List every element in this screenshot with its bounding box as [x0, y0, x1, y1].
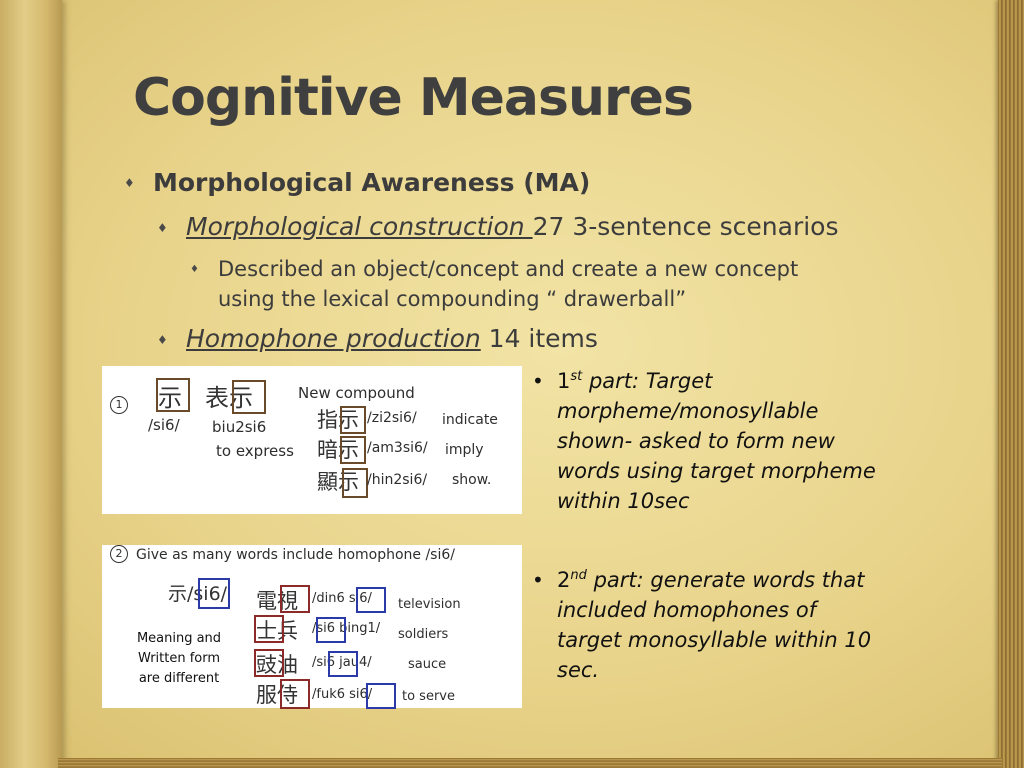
bullet-description: Described an object/concept and create a… — [218, 254, 798, 314]
book-spine — [0, 0, 62, 768]
bullet-dot-icon: • — [532, 369, 544, 393]
meaning-note: Meaning and Written form are different — [136, 631, 222, 686]
highlight-box — [366, 683, 396, 709]
part1-line-2: morpheme/monosyllable — [557, 399, 819, 423]
compound-romanization: /zi2si6/ — [367, 410, 417, 426]
bullet-dot-icon: • — [532, 568, 544, 592]
homophone-heading: Give as many words include homophone /si… — [136, 547, 455, 563]
highlight-box — [254, 615, 284, 643]
page-bottom-edge — [58, 758, 1002, 768]
compound-romanization: /hin2si6/ — [367, 472, 428, 488]
target-syllable: 示/si6/ — [168, 583, 228, 605]
homophone-word: 豉油 — [256, 653, 298, 677]
description-line-2: using the lexical compounding “ drawerba… — [218, 287, 687, 311]
example-word: 表示 — [205, 384, 253, 412]
compound-romanization: /am3si6/ — [367, 440, 428, 456]
part2-line-4: sec. — [557, 658, 600, 682]
highlight-box — [342, 468, 368, 498]
part2-text: • 2nd part: generate words that included… — [532, 565, 871, 685]
bullet-icon: ♦ — [124, 176, 135, 190]
homophone-word: 士兵 — [256, 619, 298, 643]
compound-word: 顯示 — [317, 470, 359, 494]
homophone-gloss: to serve — [402, 689, 455, 704]
part2-line-3: target monosyllable within 10 — [557, 628, 872, 652]
slide-title: Cognitive Measures — [133, 68, 694, 128]
part1-line-5: within 10sec — [557, 489, 690, 513]
highlight-box — [198, 578, 230, 609]
highlight-box — [340, 406, 366, 434]
highlight-box — [316, 617, 346, 643]
homophone-romanization: /si6 bing1/ — [312, 621, 381, 636]
example-number-2: 2 — [110, 545, 128, 563]
compound-gloss: imply — [445, 442, 484, 458]
homophone-production-label: Homophone production — [186, 324, 481, 353]
compound-gloss: show. — [452, 472, 492, 488]
example-number-1: 1 — [110, 396, 128, 414]
homophone-word: 電視 — [256, 589, 298, 613]
part2-line-2: included homophones of — [557, 598, 817, 622]
highlight-box — [280, 679, 310, 709]
homophone-gloss: sauce — [408, 657, 447, 672]
highlight-box — [340, 436, 366, 464]
bullet-icon: ♦ — [190, 264, 199, 275]
example-gloss: to express — [216, 442, 294, 460]
description-line-1: Described an object/concept and create a… — [218, 257, 799, 281]
homophone-gloss: television — [398, 597, 461, 612]
part1-line-3: shown- asked to form new — [557, 429, 835, 453]
homophone-production-example: 2 Give as many words include homophone /… — [102, 545, 522, 709]
compound-word: 指示 — [317, 408, 359, 432]
homophone-gloss: soldiers — [398, 627, 449, 642]
homophone-romanization: /fuk6 si6/ — [312, 687, 373, 702]
morphological-construction-detail: 27 3-sentence scenarios — [532, 212, 839, 241]
page-edge — [998, 0, 1024, 768]
bullet-icon: ♦ — [157, 333, 168, 347]
part2-line-1: 2nd part: generate words that — [557, 568, 865, 592]
morphological-construction-label: Morphological construction — [186, 212, 533, 241]
highlight-box — [328, 651, 358, 677]
part1-text: • 1st part: Target morpheme/monosyllable… — [532, 366, 876, 516]
highlight-box — [232, 380, 266, 414]
target-character: 示 — [158, 384, 182, 412]
homophone-production-detail: 14 items — [480, 324, 598, 353]
highlight-box — [280, 585, 310, 613]
highlight-box — [254, 649, 284, 677]
new-compound-heading: New compound — [298, 384, 415, 402]
compound-gloss: indicate — [442, 412, 498, 428]
part1-line-4: words using target morpheme — [557, 459, 876, 483]
example-romanization: biu2si6 — [212, 418, 267, 436]
part1-line-1: 1st part: Target — [557, 369, 713, 393]
bullet-ma: Morphological Awareness (MA) — [153, 168, 591, 197]
morphological-construction-example: 1 示 表示 /si6/ biu2si6 to express New comp… — [102, 366, 522, 514]
target-romanization: /si6/ — [148, 416, 180, 434]
compound-word: 暗示 — [317, 438, 359, 462]
highlight-box — [356, 587, 386, 613]
bullet-homophone-production: Homophone production 14 items — [186, 324, 598, 353]
bullet-icon: ♦ — [157, 221, 168, 235]
homophone-word: 服侍 — [256, 683, 298, 707]
highlight-box — [156, 378, 190, 412]
bullet-morphological-construction: Morphological construction 27 3-sentence… — [186, 212, 839, 241]
